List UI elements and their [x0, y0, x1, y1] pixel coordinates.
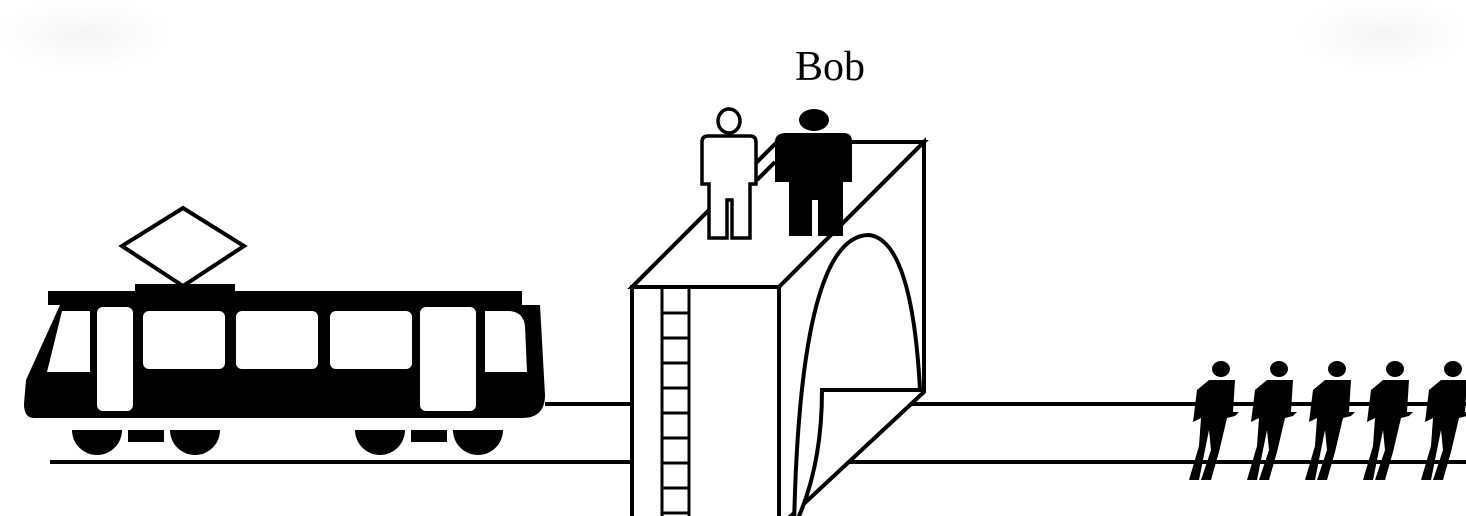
tram-wheels [72, 430, 503, 455]
corner-fade-left [0, 0, 170, 70]
tram-roof [48, 291, 522, 305]
tram-icon [24, 208, 545, 455]
bob-label: Bob [795, 44, 865, 90]
pantograph-icon [122, 208, 244, 286]
corner-fade-right [1300, 0, 1466, 70]
footbridge-icon [632, 142, 924, 516]
bridge-front [632, 287, 779, 516]
